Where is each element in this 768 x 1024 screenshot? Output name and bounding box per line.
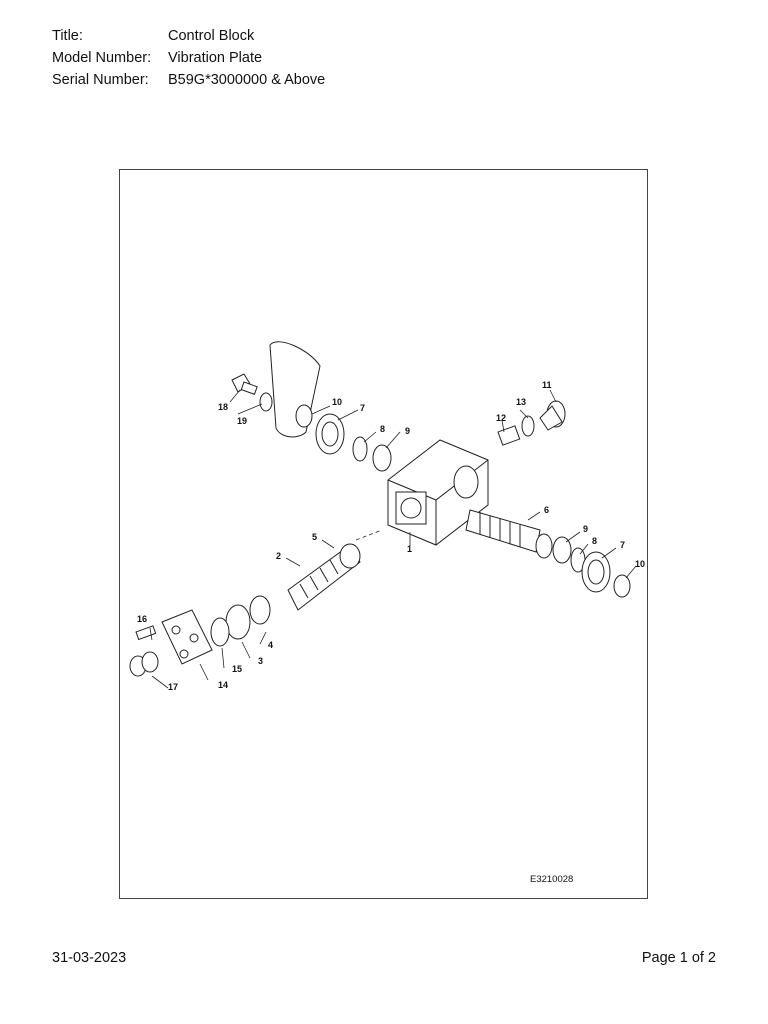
callout-4: 4 (268, 640, 273, 650)
callout-18: 18 (218, 402, 228, 412)
serial-label: Serial Number: (52, 72, 149, 88)
part-9-ring (372, 444, 392, 472)
part-11-plug (539, 400, 566, 431)
callout-8: 8 (380, 424, 385, 434)
callout-2: 2 (276, 551, 281, 561)
callout-3: 3 (258, 656, 263, 666)
callout-14: 14 (218, 680, 228, 690)
part-15-oring (210, 617, 230, 647)
callout-12: 12 (496, 413, 506, 423)
callout-19: 19 (237, 416, 247, 426)
part-13-oring (521, 415, 535, 437)
model-value: Vibration Plate (168, 50, 263, 66)
callout-13: 13 (516, 397, 526, 407)
part-10-ring-right (613, 574, 631, 598)
callout-7: 7 (360, 403, 365, 413)
part-18-bolt (231, 373, 258, 395)
footer-page-number: Page 1 of 2 (641, 950, 716, 966)
callout-5: 5 (312, 532, 317, 542)
callout-7-right: 7 (620, 540, 625, 550)
part-4-ring (249, 595, 271, 625)
title-row: Title: Control Block (52, 25, 325, 47)
part-19-washer (259, 392, 273, 412)
part-6-spool (465, 509, 553, 559)
callout-11: 11 (542, 380, 552, 390)
model-row: Model Number: Vibration Plate (52, 47, 325, 69)
footer-date: 31-03-2023 (52, 950, 127, 966)
callout-9-right: 9 (583, 524, 588, 534)
part-14-cover-plate (161, 609, 213, 665)
part-10-ring (295, 404, 313, 428)
part-12-sleeve (497, 425, 521, 446)
title-value: Control Block (168, 28, 255, 44)
part-2-spool (287, 543, 361, 611)
callout-10: 10 (332, 397, 342, 407)
diagram-canvas: 18 19 10 7 8 9 1 11 13 12 6 9 8 7 10 5 2… (129, 341, 645, 885)
part-9-ring-right (552, 536, 572, 564)
callout-9: 9 (405, 426, 410, 436)
callout-16: 16 (137, 614, 147, 624)
serial-value: B59G*3000000 & Above (168, 72, 326, 88)
bracket-plate (269, 341, 321, 438)
document-header: Title: Control Block Model Number: Vibra… (52, 25, 325, 91)
callout-17: 17 (168, 682, 178, 692)
part-17-fitting (129, 651, 159, 677)
part-16-bolt (135, 625, 157, 641)
callout-6: 6 (544, 505, 549, 515)
drawing-code: E3210028 (530, 874, 573, 885)
callout-15: 15 (232, 664, 242, 674)
title-label: Title: (52, 28, 83, 44)
callout-10-right: 10 (635, 559, 645, 569)
part-8-oring (352, 436, 368, 462)
exploded-parts-diagram: 18 19 10 7 8 9 1 11 13 12 6 9 8 7 10 5 2… (119, 169, 648, 899)
serial-row: Serial Number: B59G*3000000 & Above (52, 69, 325, 91)
part-3-washer (225, 604, 251, 640)
callout-8-right: 8 (592, 536, 597, 546)
model-label: Model Number: (52, 50, 152, 66)
callout-1: 1 (407, 544, 412, 554)
part-1-control-block (387, 439, 489, 546)
